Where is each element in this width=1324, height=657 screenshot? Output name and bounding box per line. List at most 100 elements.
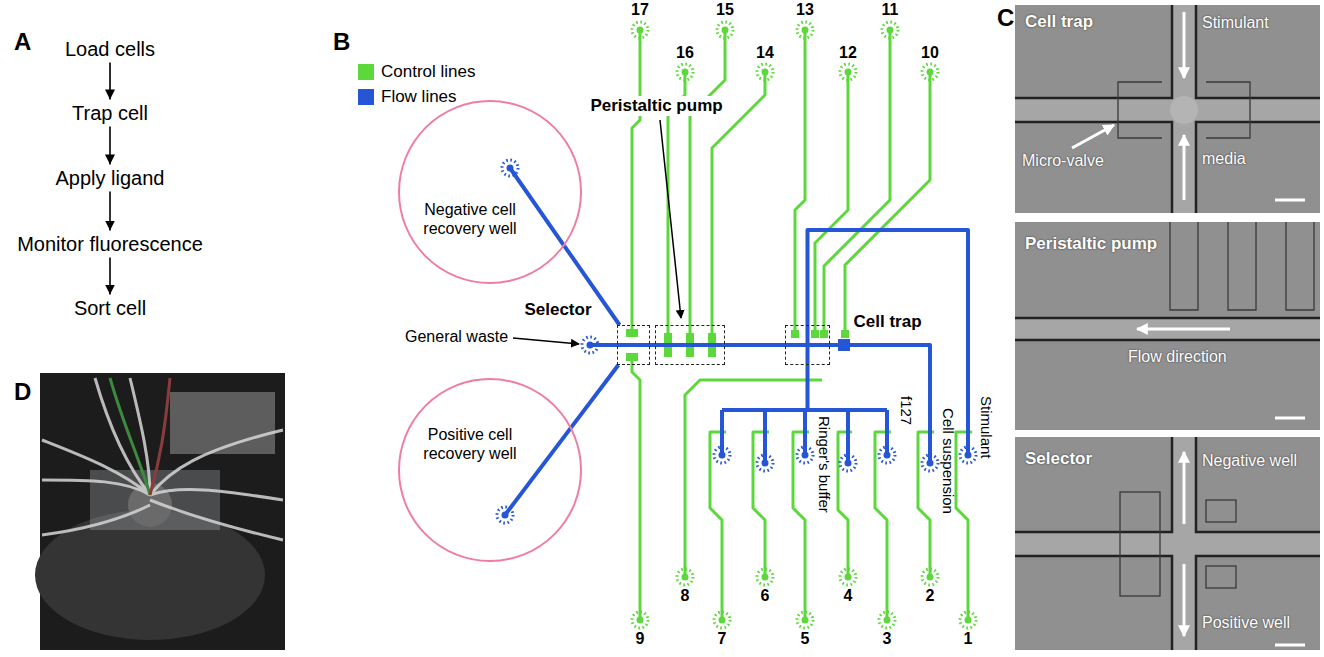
callout-number: 14 [756, 44, 774, 62]
flow-ports [497, 160, 976, 523]
step-text: Apply ligand [56, 167, 165, 190]
legend-swatch [358, 64, 374, 80]
control-lines [845, 72, 930, 334]
micrograph-cell-trap [1015, 5, 1320, 213]
valves [820, 330, 828, 338]
callout-number: 5 [801, 630, 810, 648]
control-lines [690, 30, 725, 336]
control-ports [757, 569, 773, 585]
device-photo [110, 378, 150, 495]
device-photo [130, 378, 150, 495]
control-lines [632, 30, 972, 620]
control-ports [960, 612, 976, 628]
step-node: Trap cell [66, 100, 154, 127]
micrograph-cell-trap [1015, 5, 1320, 213]
callout-number: 12 [839, 44, 857, 62]
micrograph-selector [1183, 452, 1186, 524]
step-text: Trap cell [72, 102, 148, 125]
micrograph-cell-trap [1015, 98, 1320, 122]
control-ports [882, 22, 898, 38]
callout-number: 13 [796, 1, 814, 19]
callout-number: 4 [844, 587, 853, 605]
panel-letter: D [14, 378, 31, 406]
flow-ports [840, 455, 856, 471]
callout-number: 17 [631, 1, 649, 19]
step-node: Sort cell [68, 295, 152, 322]
micrograph-cell-trap [1072, 12, 1305, 200]
micrograph-cell-trap [1183, 12, 1186, 78]
panel-letter: A [14, 28, 31, 56]
node-label: Positive cell recovery well [418, 425, 522, 463]
step-text: Monitor fluorescence [17, 233, 203, 256]
step-text: Sort cell [74, 297, 146, 320]
photo-title: Peristaltic pump [1025, 234, 1157, 254]
micrograph-selector [1120, 492, 1236, 596]
flow-channels [505, 168, 571, 515]
callout-number: 15 [716, 1, 734, 19]
flow-arrow [109, 127, 111, 165]
callout-number: 11 [882, 1, 899, 19]
micrograph-pump [1015, 222, 1320, 430]
micrograph-cell-trap [1183, 135, 1186, 200]
photo-label: Flow direction [1128, 348, 1227, 366]
micrograph-cell-trap [1072, 125, 1114, 148]
valves [626, 329, 638, 337]
flow-ports [582, 337, 598, 353]
step-text: Load cells [65, 38, 155, 61]
device-photo [95, 378, 150, 495]
micrograph-pump [1275, 417, 1305, 420]
inlet-label: Cell suspension [940, 408, 957, 514]
port-label: General waste [405, 328, 508, 346]
device-photo [42, 505, 150, 535]
flow-ports [497, 507, 513, 523]
inlet-label: Ringer's buffer [816, 416, 833, 513]
device-photo [150, 490, 283, 500]
trap-region: Cell trap [785, 325, 830, 365]
photo-label: media [1202, 150, 1246, 168]
photo-label: Stimulant [1202, 14, 1269, 32]
micrograph-cell-trap [1015, 5, 1320, 213]
flow-channel [571, 365, 618, 427]
device-photo [150, 378, 170, 495]
flow-channels [722, 345, 887, 463]
photo-label: Positive well [1202, 614, 1290, 632]
device-photo [150, 500, 283, 540]
micrograph-pump [1015, 318, 1320, 340]
micrograph-cell-trap [1275, 199, 1305, 202]
callout-number: 9 [636, 630, 645, 648]
flow-ports [757, 455, 773, 471]
node-label: Selector [522, 300, 593, 320]
control-lines [632, 30, 640, 330]
micrograph-cell-trap [1015, 5, 1320, 213]
node-label: Peristaltic pump [588, 96, 724, 116]
flow-ports [960, 447, 976, 463]
callout-number: 10 [921, 44, 939, 62]
leader-arrows [660, 120, 681, 318]
flow-channel [725, 343, 785, 347]
node-label: Negative cell recovery well [418, 200, 522, 238]
inlet-label: f127 [898, 396, 915, 425]
micrograph-selector [1184, 452, 1305, 645]
valves [791, 330, 799, 338]
micrograph-pump [1170, 222, 1198, 310]
micrograph-cell-trap [1118, 82, 1162, 138]
micrograph-pump [1015, 222, 1320, 430]
control-ports [797, 22, 813, 38]
recovery-well: Negative cell recovery well [398, 100, 582, 284]
flow-channels [505, 168, 968, 515]
micrograph-pump [1015, 318, 1320, 340]
pump-region: Peristaltic pump [655, 325, 725, 365]
flow-arrow [109, 258, 111, 295]
micrograph-selector [1206, 500, 1236, 522]
micrograph-selector [1015, 437, 1320, 650]
flow-ports [714, 447, 730, 463]
callout-number: 1 [964, 630, 973, 648]
device-photo [150, 430, 283, 495]
inlet-label: Stimulant [978, 396, 995, 459]
callout-number: 7 [718, 630, 727, 648]
device-photo [42, 378, 283, 540]
channel-chamber [838, 339, 850, 351]
control-lines [795, 30, 805, 334]
device-photo [35, 373, 285, 650]
control-ports [632, 612, 648, 628]
